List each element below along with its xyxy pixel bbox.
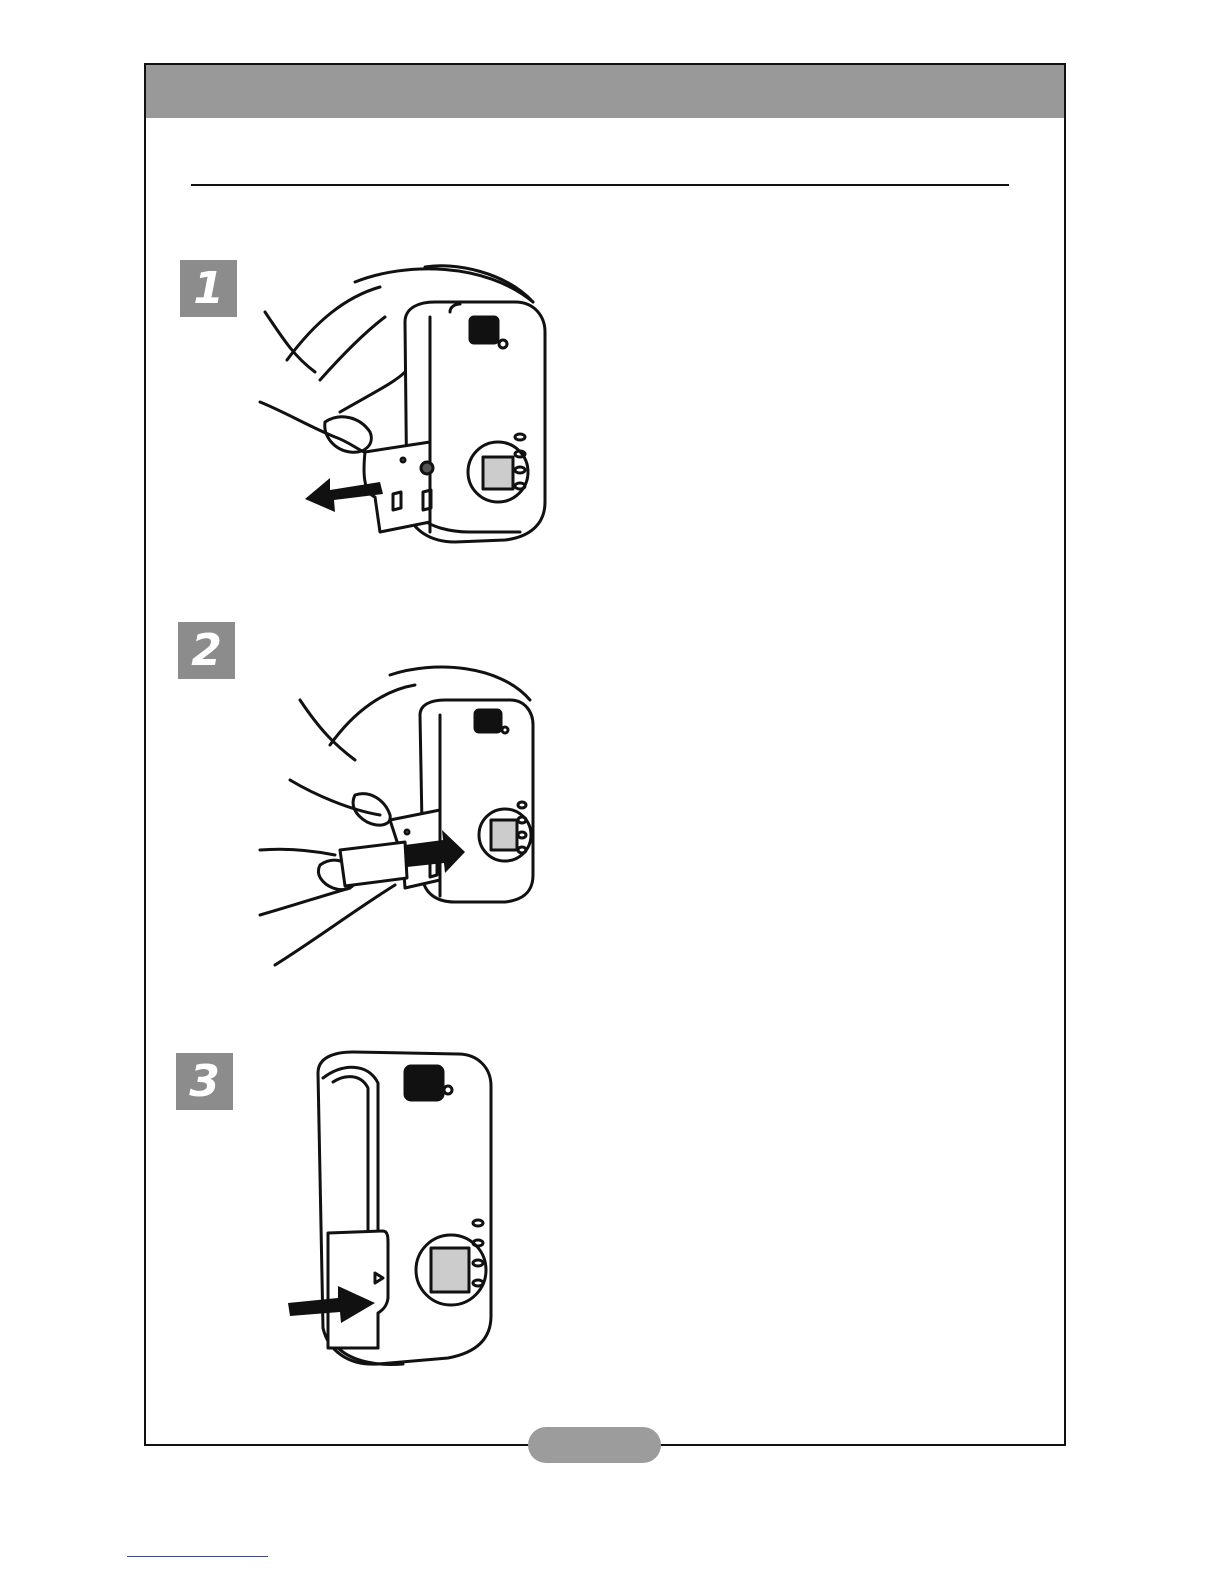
section-rule	[191, 184, 1009, 186]
header-bar	[146, 65, 1064, 118]
step-3-badge: 3	[176, 1053, 233, 1110]
step-3-number: 3	[189, 1060, 220, 1104]
step-1-number: 1	[193, 267, 224, 311]
step-2-badge: 2	[178, 622, 235, 679]
closing-card-cover-icon	[283, 1048, 498, 1373]
hand-inserting-memory-card-icon	[255, 660, 545, 970]
page-number-tab	[528, 1427, 661, 1463]
hand-removing-card-cover-icon	[255, 262, 555, 552]
step-2-number: 2	[191, 629, 222, 673]
step-1-badge: 1	[180, 260, 237, 317]
footer-link-underline	[127, 1556, 268, 1557]
